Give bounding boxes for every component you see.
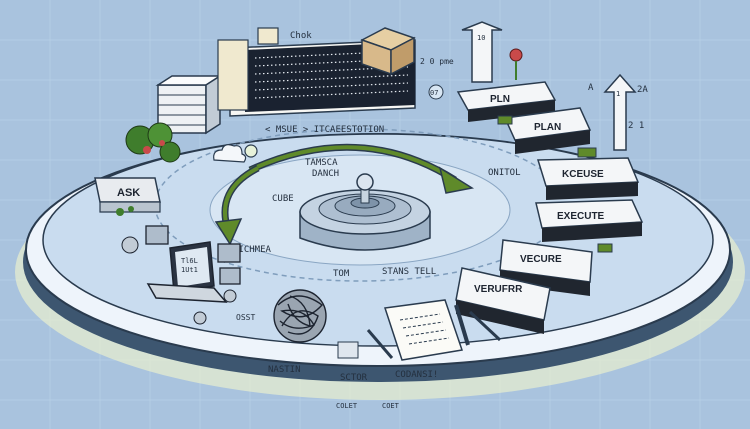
execute-stage: EXECUTE: [535, 199, 644, 253]
onitol-text: ONITOL: [488, 168, 521, 178]
cube-text: CUBE: [272, 194, 294, 204]
osst-text: OSST: [236, 313, 255, 322]
cloud-icon: [213, 144, 247, 163]
tom-text: TOM: [333, 269, 350, 279]
codansi-text: CODANSI!: [395, 370, 438, 380]
kceuse-stage: KCEUSE: [536, 157, 640, 200]
danch-text: DANCH: [312, 169, 339, 179]
vecure-label: VECURE: [520, 254, 562, 265]
top-arc-text: < MSUE > ITCAEESTOTION: [265, 125, 384, 135]
tichmea-text: TICHMEA: [233, 245, 272, 255]
kceuse-label: KCEUSE: [562, 169, 604, 180]
tamsca-text: TAMSCA: [305, 158, 338, 168]
o-pme-note: 2 0 pme: [420, 57, 454, 66]
nastin-text: NASTIN: [268, 365, 301, 375]
plan-stage: PLAN 1 A 2A 2 1: [497, 73, 648, 158]
colet-text: COLET: [336, 402, 358, 410]
pln-stage: 10 PLN: [456, 21, 557, 122]
svg-text:07: 07: [430, 89, 438, 97]
vecure-stage: VECURE: [499, 239, 593, 296]
sctor-text: SCTOR: [340, 373, 368, 383]
notebook: [337, 299, 502, 361]
stans-tell-text: STANS TELL: [382, 267, 436, 277]
verufrr-label: VERUFRR: [474, 284, 523, 295]
ask-label: ASK: [117, 187, 140, 199]
central-pedestal: [299, 173, 431, 251]
svg-text:1: 1: [616, 90, 620, 98]
pln-label: PLN: [490, 94, 510, 105]
execute-label: EXECUTE: [557, 211, 605, 222]
circle-07-badge: 07: [428, 84, 444, 100]
binary-screen: [217, 27, 416, 117]
tangled-yarn: [273, 289, 327, 343]
gear-blocks: [116, 206, 241, 325]
a-left-note: A: [588, 83, 594, 93]
a-right-note: 2A: [637, 85, 648, 95]
coet-text: COET: [382, 402, 400, 410]
plan-label: PLAN: [534, 122, 561, 133]
cycle-arrows: [214, 143, 475, 246]
chok-note: Chok: [290, 31, 312, 41]
magnifier-icon: [244, 144, 258, 158]
verufrr-stage: VERUFRR: [455, 267, 551, 334]
svg-text:10: 10: [477, 34, 485, 42]
side-num-note: 2 1: [628, 121, 644, 131]
ask-stage: ASK: [94, 74, 223, 213]
